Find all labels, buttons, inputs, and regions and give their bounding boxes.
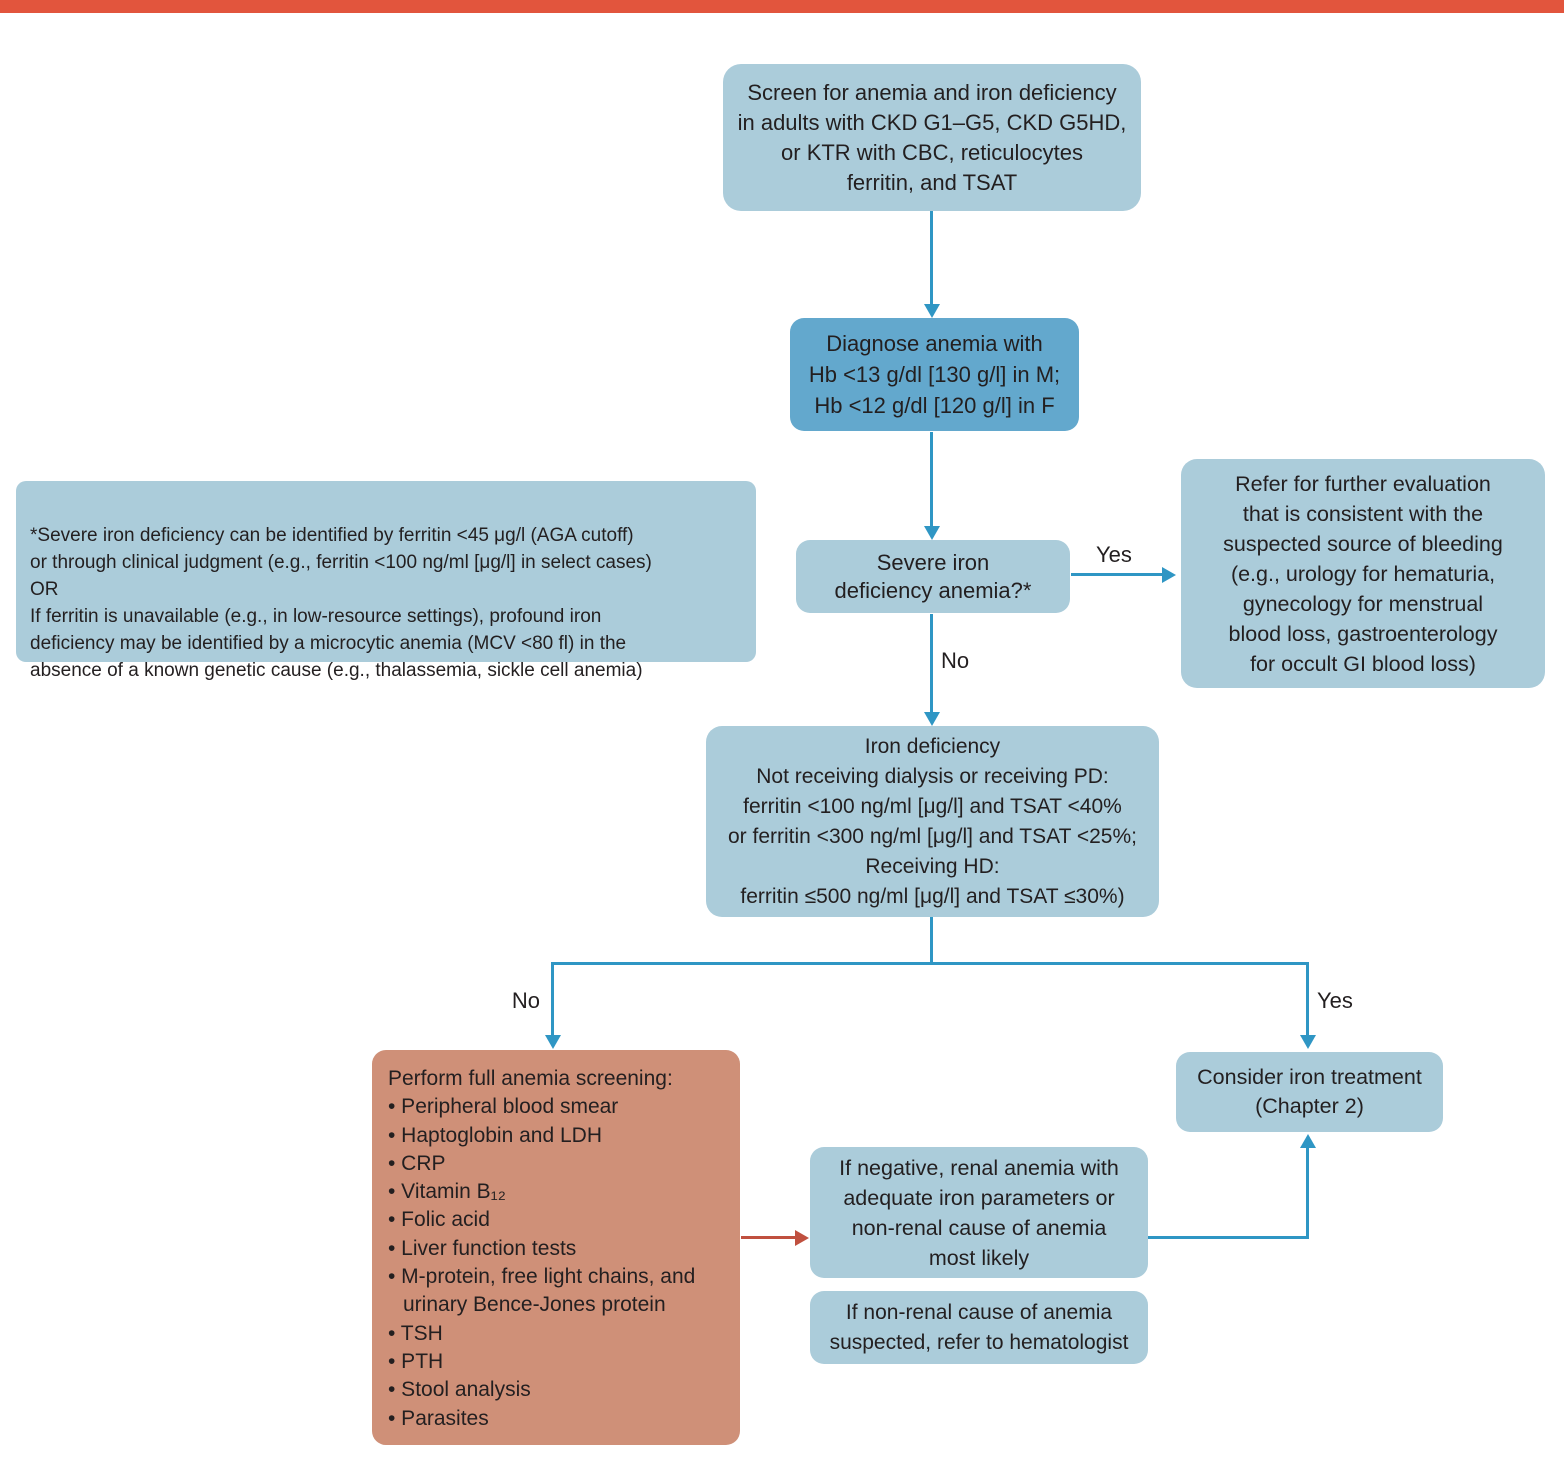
arrowhead-screen-to-diagnose	[924, 304, 940, 318]
severe-question-box: Severe iron deficiency anemia?*	[796, 540, 1070, 613]
refer-bleeding-text: Refer for further evaluation that is con…	[1223, 471, 1503, 676]
arrow-screening-to-negative	[741, 1236, 796, 1239]
screen-box-text: Screen for anemia and iron deficiency in…	[737, 79, 1127, 195]
arrowhead-severe-yes	[1162, 567, 1176, 583]
footnote-box: *Severe iron deficiency can be identifie…	[16, 481, 756, 681]
anemia-screening-box: Perform full anemia screening: • Periphe…	[372, 1050, 740, 1445]
list-item: • Folic acid	[388, 1208, 490, 1232]
list-item: • Liver function tests	[388, 1236, 577, 1260]
list-item: • TSH	[388, 1321, 443, 1345]
top-edge-bar	[0, 0, 1564, 13]
diagnose-box: Diagnose anemia with Hb <13 g/dl [130 g/…	[790, 318, 1079, 431]
list-item: • Peripheral blood smear	[388, 1095, 619, 1119]
arrow-severe-no	[930, 614, 933, 713]
list-item: • CRP	[388, 1151, 446, 1175]
footnote-text: *Severe iron deficiency can be identifie…	[30, 525, 652, 681]
list-item: • M-protein, free light chains, and urin…	[388, 1265, 696, 1317]
severe-no-label: No	[941, 648, 970, 673]
arrowhead-diagnose-to-severe	[924, 526, 940, 540]
list-item: • Stool analysis	[388, 1378, 531, 1402]
severe-question-text: Severe iron deficiency anemia?*	[834, 549, 1032, 603]
arrow-severe-yes	[1071, 573, 1163, 576]
arrowhead-severe-no	[924, 712, 940, 726]
arrow-diagnose-to-severe	[930, 432, 933, 528]
list-item: • Parasites	[388, 1406, 489, 1430]
consider-iron-text: Consider iron treatment (Chapter 2)	[1197, 1065, 1422, 1118]
connector-negative-horizontal	[1148, 1236, 1309, 1239]
branch-right-drop-line	[1306, 962, 1309, 1036]
non-renal-box: If non-renal cause of anemia suspected, …	[810, 1291, 1148, 1364]
non-renal-text: If non-renal cause of anemia suspected, …	[829, 1300, 1129, 1354]
if-negative-text: If negative, renal anemia with adequate …	[839, 1155, 1119, 1270]
arrowhead-branch-no	[545, 1035, 561, 1049]
branch-left-drop-line	[551, 962, 554, 1036]
branch-horizontal-line	[551, 962, 1309, 965]
iron-no-label: No	[511, 988, 540, 1013]
severe-yes-label: Yes	[1096, 542, 1132, 567]
list-item: • Vitamin B₁₂	[388, 1180, 506, 1204]
consider-iron-box: Consider iron treatment (Chapter 2)	[1176, 1052, 1443, 1132]
if-negative-box: If negative, renal anemia with adequate …	[810, 1147, 1148, 1278]
arrowhead-branch-yes	[1300, 1035, 1316, 1049]
list-item: • PTH	[388, 1349, 444, 1373]
arrowhead-negative-to-consider	[1300, 1134, 1316, 1148]
list-item: • Haptoglobin and LDH	[388, 1123, 602, 1147]
anemia-screening-title: Perform full anemia screening:	[388, 1067, 673, 1090]
diagnose-box-text: Diagnose anemia with Hb <13 g/dl [130 g/…	[808, 331, 1061, 418]
arrow-screen-to-diagnose	[930, 211, 933, 305]
iron-deficiency-box: Iron deficiency Not receiving dialysis o…	[706, 726, 1159, 917]
iron-yes-label: Yes	[1317, 988, 1353, 1013]
anemia-screening-list: • Peripheral blood smear • Haptoglobin an…	[388, 1093, 724, 1433]
iron-deficiency-text: Iron deficiency Not receiving dialysis o…	[728, 734, 1137, 908]
refer-bleeding-box: Refer for further evaluation that is con…	[1181, 459, 1545, 688]
screen-box: Screen for anemia and iron deficiency in…	[723, 64, 1141, 211]
connector-negative-vertical	[1306, 1148, 1309, 1239]
arrowhead-screening-to-negative	[795, 1230, 809, 1246]
branch-stem-line	[930, 917, 933, 965]
